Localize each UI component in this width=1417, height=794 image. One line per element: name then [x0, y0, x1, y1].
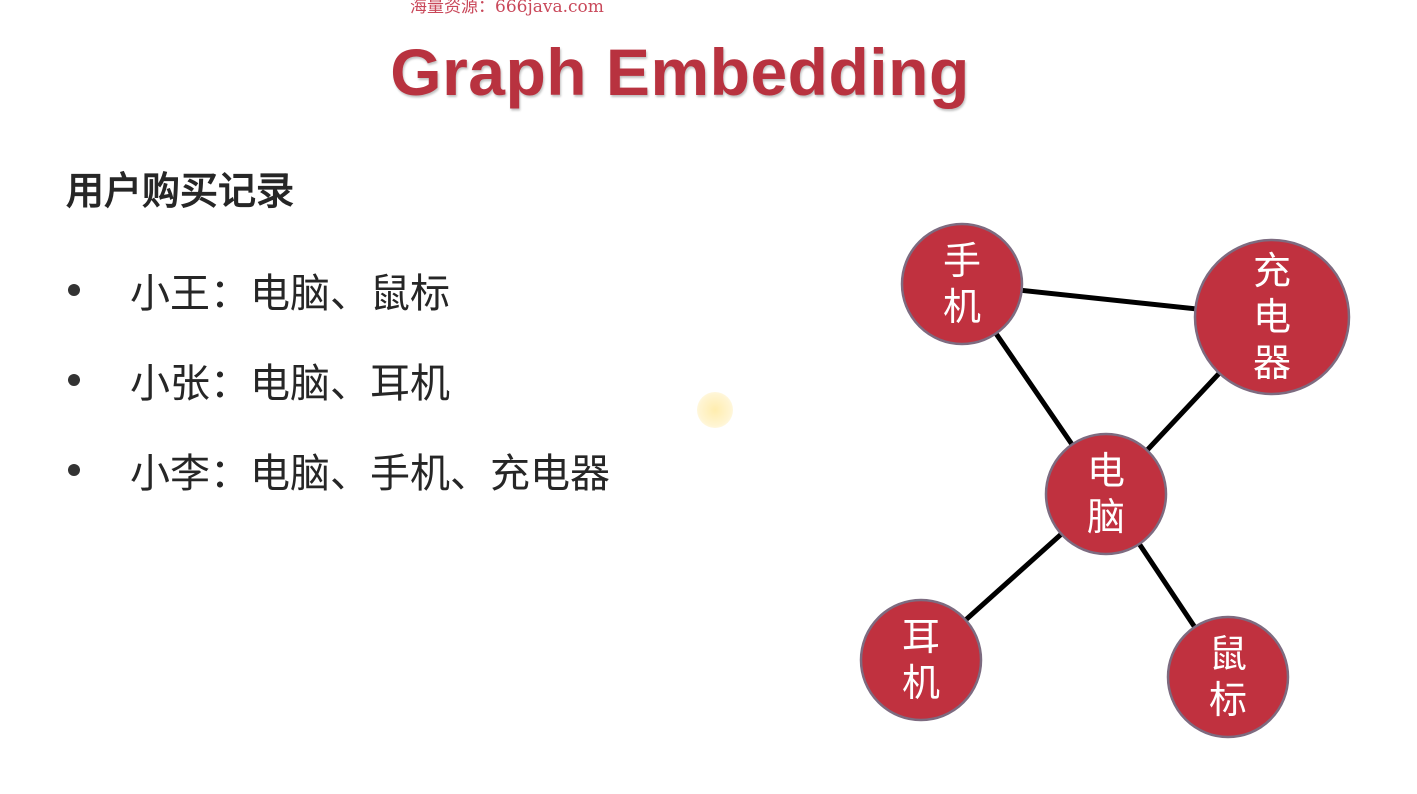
node-mouse: 鼠标	[1166, 615, 1290, 739]
node-computer: 电脑	[1044, 432, 1168, 556]
bullet-icon	[68, 284, 80, 296]
node-circle-computer	[1044, 432, 1168, 556]
purchase-record-item: 小张：电脑、耳机	[66, 335, 610, 425]
node-label-earphone: 机	[902, 661, 940, 705]
node-circle-phone	[900, 222, 1024, 346]
node-label-phone: 手	[943, 239, 981, 283]
node-label-charger: 充	[1253, 249, 1291, 293]
node-earphone: 耳机	[859, 598, 983, 722]
node-circle-earphone	[859, 598, 983, 722]
node-charger: 充电器	[1193, 238, 1351, 396]
node-label-earphone: 耳	[902, 615, 940, 659]
purchase-record-list: 小王：电脑、鼠标 小张：电脑、耳机 小李：电脑、手机、充电器	[66, 245, 610, 515]
node-label-mouse: 标	[1209, 678, 1247, 722]
purchase-record-text: 小王：电脑、鼠标	[130, 271, 450, 317]
node-label-mouse: 鼠	[1209, 632, 1247, 676]
purchase-record-item: 小李：电脑、手机、充电器	[66, 425, 610, 515]
cursor-highlight-icon	[697, 392, 733, 428]
purchase-record-text: 小李：电脑、手机、充电器	[130, 451, 610, 497]
purchase-record-item: 小王：电脑、鼠标	[66, 245, 610, 335]
node-circle-mouse	[1166, 615, 1290, 739]
node-label-charger: 电	[1253, 295, 1291, 339]
node-label-phone: 机	[943, 285, 981, 329]
node-label-computer: 脑	[1087, 495, 1125, 539]
purchase-record-text: 小张：电脑、耳机	[130, 361, 450, 407]
slide-title: Graph Embedding	[390, 35, 970, 109]
watermark-text: 海量资源：666java.com	[410, 0, 604, 17]
section-heading: 用户购买记录	[66, 169, 295, 213]
node-phone: 手机	[900, 222, 1024, 346]
node-label-charger: 器	[1253, 341, 1291, 385]
bullet-icon	[68, 464, 80, 476]
node-label-computer: 电	[1087, 449, 1125, 493]
node-circle-charger	[1193, 238, 1351, 396]
bullet-icon	[68, 374, 80, 386]
